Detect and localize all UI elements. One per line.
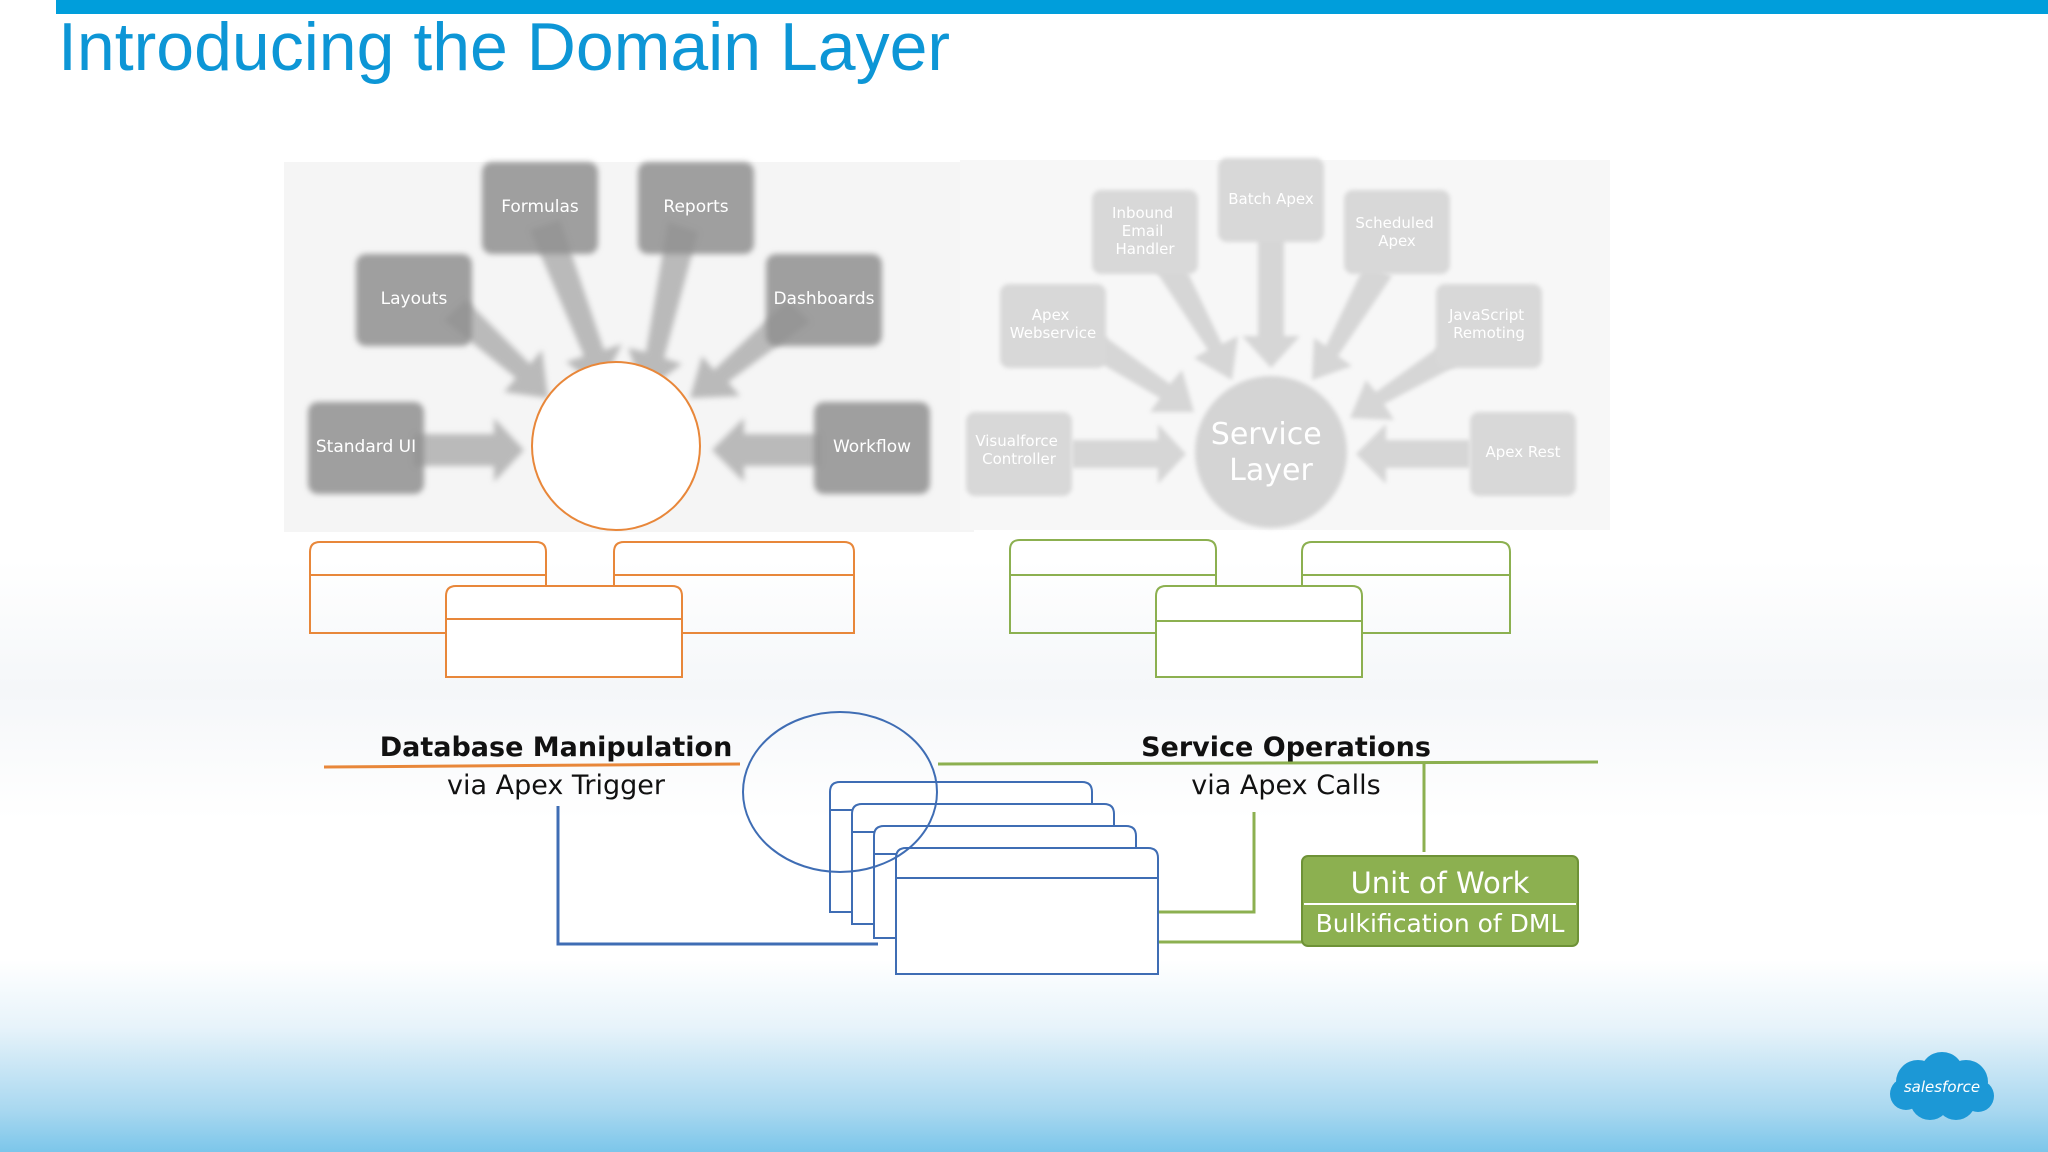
box-scheduled-apex-label: Scheduled Apex [1355, 214, 1438, 250]
box-apex-webservice-label: Apex Webservice [1010, 306, 1096, 342]
orange-underline [323, 762, 741, 769]
blue-connector-trigger [556, 806, 878, 946]
box-scheduled-apex [1344, 190, 1450, 274]
arrow-apex-rest [1356, 424, 1470, 484]
green-box-1 [1009, 539, 1217, 634]
orange-box-group [309, 541, 855, 678]
unit-of-work-subtitle: Bulkification of DML [1316, 909, 1565, 938]
apex-webservice-line-1: Apex [1032, 306, 1070, 324]
unit-of-work-title: Unit of Work [1351, 866, 1530, 900]
salesforce-logo-text: salesforce [1904, 1078, 1980, 1096]
arrow-batch-apex [1242, 236, 1300, 368]
box-inbound-email [1092, 190, 1198, 274]
arrow-reports [628, 222, 698, 392]
bottom-gradient [0, 960, 2048, 1152]
database-manipulation-label: Database Manipulation [380, 732, 733, 763]
apex-webservice-line-2: Webservice [1010, 324, 1096, 342]
unit-of-work-background [1301, 855, 1579, 947]
background-haze [0, 560, 2048, 820]
service-layer-line-2: Layer [1229, 453, 1313, 488]
top-accent-bar [56, 0, 2048, 14]
box-layouts-label: Layouts [381, 289, 448, 309]
arrow-inbound-email [1150, 248, 1238, 380]
box-visualforce-controller [966, 412, 1072, 496]
box-formulas [482, 162, 598, 254]
orange-box-2 [613, 541, 855, 634]
left-center-circle [531, 361, 701, 531]
js-remoting-line-1: JavaScript [1448, 306, 1524, 324]
unit-of-work-box: Unit of Work Bulkification of DML [1301, 855, 1579, 947]
orange-box-3 [445, 585, 683, 678]
box-dashboards [766, 254, 882, 346]
arrow-standard-ui [414, 418, 524, 482]
blue-ellipse [742, 711, 938, 873]
box-apex-webservice [1000, 284, 1106, 368]
box-standard-ui [308, 402, 424, 494]
box-workflow [814, 402, 930, 494]
box-dashboards-label: Dashboards [773, 289, 874, 309]
green-box-3 [1155, 585, 1363, 678]
visualforce-line-2: Controller [982, 450, 1057, 468]
green-underline [937, 760, 1599, 766]
box-reports [638, 162, 754, 254]
arrow-workflow [712, 418, 820, 482]
arrow-scheduled-apex [1312, 262, 1392, 380]
box-visualforce-controller-label: Visualforce Controller [975, 432, 1062, 468]
via-apex-calls-label: via Apex Calls [1191, 770, 1380, 801]
salesforce-logo: salesforce [1890, 1052, 1994, 1120]
scheduled-apex-line-2: Apex [1378, 232, 1416, 250]
box-layouts [356, 254, 472, 346]
orange-box-1 [309, 541, 547, 634]
box-apex-rest-label: Apex Rest [1485, 443, 1560, 461]
arrow-formulas [530, 220, 622, 388]
left-cluster: Formulas Reports Layouts Dashboards Stan… [308, 162, 930, 531]
inbound-email-line-1: Inbound [1112, 204, 1173, 222]
box-javascript-remoting-label: JavaScript Remoting [1448, 306, 1529, 342]
box-batch-apex [1218, 158, 1324, 242]
blue-box-4 [895, 847, 1159, 975]
service-layer-label: Service Layer [1211, 417, 1331, 488]
service-layer-circle [1195, 376, 1347, 528]
box-reports-label: Reports [663, 197, 728, 217]
visualforce-line-1: Visualforce [975, 432, 1058, 450]
left-arrows [414, 220, 820, 482]
service-layer-line-1: Service [1211, 417, 1322, 452]
scheduled-apex-line-1: Scheduled [1355, 214, 1433, 232]
arrow-visualforce [1072, 424, 1186, 484]
inbound-email-line-2: Email [1122, 222, 1164, 240]
right-cluster: Batch Apex Inbound Email Handler Schedul… [966, 158, 1576, 528]
green-connector-apex-calls [1158, 812, 1256, 914]
right-arrows [1072, 236, 1470, 484]
js-remoting-line-2: Remoting [1453, 324, 1525, 342]
blue-box-stack [829, 781, 1159, 975]
slide-title: Introducing the Domain Layer [58, 9, 951, 85]
inbound-email-line-3: Handler [1115, 240, 1175, 258]
box-inbound-email-label: Inbound Email Handler [1112, 204, 1178, 258]
arrow-apex-webservice [1088, 336, 1194, 412]
green-box-group [1009, 539, 1511, 678]
via-apex-trigger-label: via Apex Trigger [447, 770, 666, 801]
service-operations-label: Service Operations [1141, 732, 1431, 763]
green-box-2 [1301, 541, 1511, 634]
arrow-js-remoting [1350, 346, 1456, 420]
box-standard-ui-label: Standard UI [316, 437, 416, 457]
box-batch-apex-label: Batch Apex [1228, 190, 1314, 208]
box-workflow-label: Workflow [833, 437, 911, 457]
box-javascript-remoting [1436, 284, 1542, 368]
box-formulas-label: Formulas [501, 197, 579, 217]
box-apex-rest [1470, 412, 1576, 496]
